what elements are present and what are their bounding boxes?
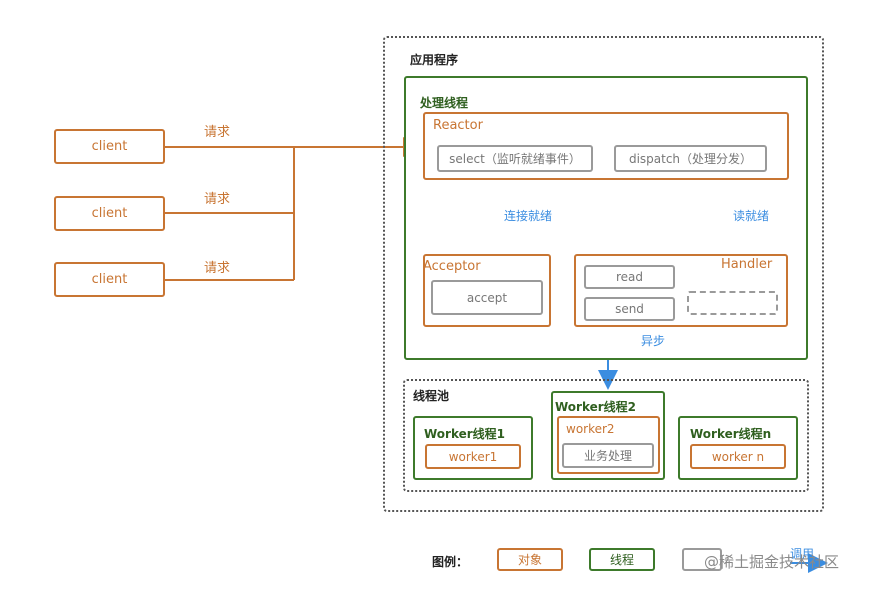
worker-n-inner: worker n xyxy=(690,444,786,469)
async-label: 异步 xyxy=(641,334,666,348)
legend-object: 对象 xyxy=(497,548,563,571)
worker-2-label: worker2 xyxy=(566,422,615,436)
request-lines xyxy=(165,137,423,281)
read-ready-label: 读就绪 xyxy=(733,209,770,223)
client-box-3: client xyxy=(54,262,165,297)
worker-thread-1-title: Worker线程1 xyxy=(424,427,506,441)
client-box-2: client xyxy=(54,196,165,231)
accept-label: accept xyxy=(466,290,508,305)
acceptor-title: Acceptor xyxy=(423,259,481,274)
send-box: send xyxy=(584,297,675,321)
send-label: send xyxy=(615,302,644,316)
worker-1-label: worker1 xyxy=(448,449,498,464)
legend-object-label: 对象 xyxy=(517,553,542,567)
dispatch-label: dispatch（处理分发） xyxy=(628,152,753,166)
select-label: select（监听就绪事件） xyxy=(449,152,581,166)
request-label-2: 请求 xyxy=(204,192,231,207)
reactor-title: Reactor xyxy=(433,118,483,133)
client-label: client xyxy=(91,206,128,221)
select-box: select（监听就绪事件） xyxy=(437,145,593,172)
request-label-3: 请求 xyxy=(204,261,231,276)
client-label: client xyxy=(91,272,128,287)
request-label-1: 请求 xyxy=(204,125,231,140)
legend-thread-label: 线程 xyxy=(609,553,634,567)
accept-box: accept xyxy=(431,280,543,315)
application-title: 应用程序 xyxy=(410,53,459,67)
worker-n-label: worker n xyxy=(711,449,765,464)
worker-thread-2-title: Worker线程2 xyxy=(555,400,637,414)
dispatch-box: dispatch（处理分发） xyxy=(614,145,767,172)
worker-thread-n-title: Worker线程n xyxy=(690,427,772,441)
legend-call-label: 调用 xyxy=(790,547,815,561)
client-box-1: client xyxy=(54,129,165,164)
business-task-label: 业务处理 xyxy=(583,449,632,463)
legend-thread: 线程 xyxy=(589,548,655,571)
read-label: read xyxy=(615,270,644,284)
legend-label: 图例： xyxy=(432,555,469,569)
watermark: @稀土掘金技术社区 xyxy=(704,553,840,571)
handler-placeholder-box xyxy=(687,291,778,315)
worker-1-inner: worker1 xyxy=(425,444,521,469)
thread-pool-title: 线程池 xyxy=(413,389,450,403)
application-box xyxy=(383,36,824,512)
business-task-box: 业务处理 xyxy=(562,443,654,468)
read-box: read xyxy=(584,265,675,289)
client-label: client xyxy=(91,139,128,154)
connect-ready-label: 连接就绪 xyxy=(504,209,553,223)
handler-title: Handler xyxy=(721,257,773,272)
thread-pool-box xyxy=(403,379,809,492)
legend-component xyxy=(682,548,722,571)
main-thread-title: 处理线程 xyxy=(420,96,469,110)
